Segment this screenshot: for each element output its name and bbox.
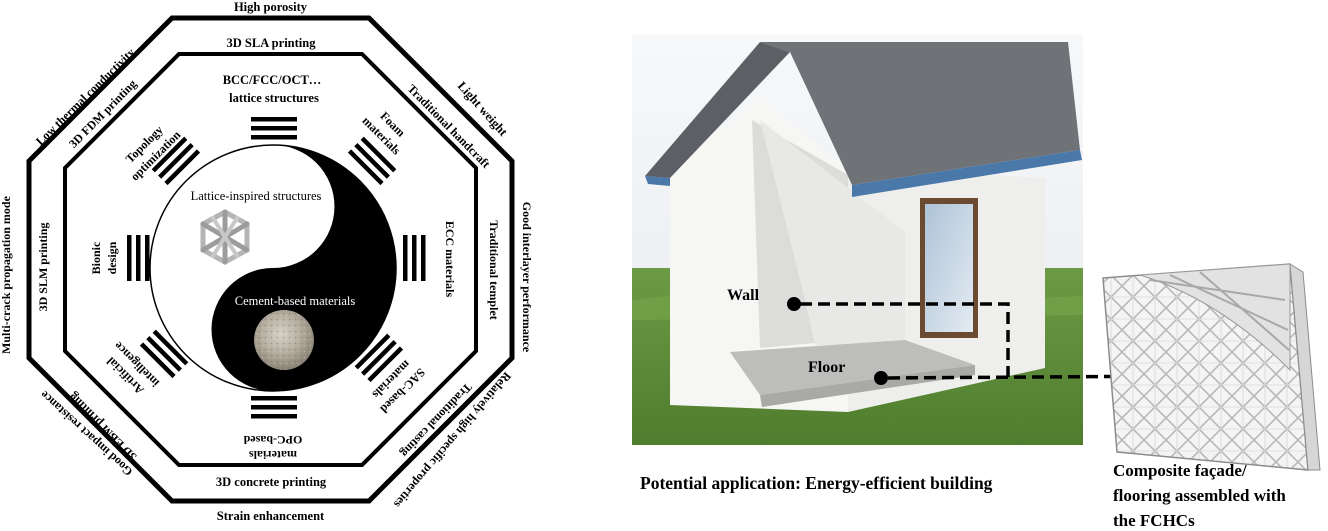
- middle-label-bottom: 3D concrete printing: [216, 475, 327, 489]
- house-roof: [760, 42, 1080, 185]
- wall-connector-line: [800, 302, 1010, 377]
- floor-label: Floor: [808, 359, 845, 376]
- outer-label-right: Good interlayer performance: [520, 202, 534, 353]
- middle-label-right: Traditional templet: [487, 220, 501, 320]
- lattice-inspired-label: Lattice-inspired structures: [191, 189, 322, 203]
- house-roof-left: [645, 42, 790, 178]
- trigram-south: [251, 396, 297, 419]
- middle-octagon: [63, 52, 478, 467]
- wall-label: Wall: [727, 287, 760, 304]
- inner-label-top-1: BCC/FCC/OCT…: [223, 73, 322, 87]
- cement-based-label: Cement-based materials: [235, 294, 356, 308]
- house-floor: [730, 340, 975, 395]
- outer-label-bottom: Strain enhancement: [217, 509, 325, 523]
- middle-label-left: 3D SLM printing: [36, 223, 50, 312]
- inner-label-west-1: Bionic: [89, 241, 103, 274]
- yin-yang: Lattice-inspired structures Cement-based…: [149, 144, 397, 392]
- inner-label-south-2: materials: [249, 448, 297, 462]
- trigram-northwest: [151, 136, 201, 186]
- lattice-cube-image: [200, 209, 250, 265]
- trigram-northeast: [347, 136, 397, 186]
- trigram-southeast: [354, 333, 404, 383]
- middle-label-top: 3D SLA printing: [227, 36, 317, 50]
- panel-caption-line-3: the FCHCs: [1113, 511, 1195, 530]
- trigram-southwest: [139, 329, 189, 379]
- outer-label-top: High porosity: [234, 0, 308, 14]
- trigram-west: [127, 235, 150, 281]
- outer-label-left: Multi-crack propagation mode: [0, 195, 13, 354]
- fchc-composite-panel: [1102, 263, 1321, 471]
- panel-caption-line-1: Composite façade/: [1113, 461, 1247, 480]
- trigram-east: [403, 235, 426, 281]
- floor-connector-line: [887, 374, 1187, 380]
- bagua-diagram: Lattice-inspired structures Cement-based…: [0, 0, 534, 523]
- inner-label-south-1: OPC-based: [243, 433, 302, 447]
- inner-label-top-2: lattice structures: [229, 91, 319, 105]
- application-caption: Potential application: Energy-efficient …: [640, 473, 993, 493]
- floor-marker: [874, 371, 888, 385]
- panel-caption-line-2: flooring assembled with: [1113, 486, 1286, 505]
- inner-label-east: ECC materials: [443, 221, 457, 298]
- inner-label-west-2: design: [105, 241, 119, 274]
- house-window-glass: [925, 204, 973, 332]
- building-illustration: Wall Floor: [632, 35, 1187, 445]
- outer-octagon: [26, 15, 515, 504]
- trigram-north: [251, 117, 297, 140]
- wall-marker: [787, 297, 801, 311]
